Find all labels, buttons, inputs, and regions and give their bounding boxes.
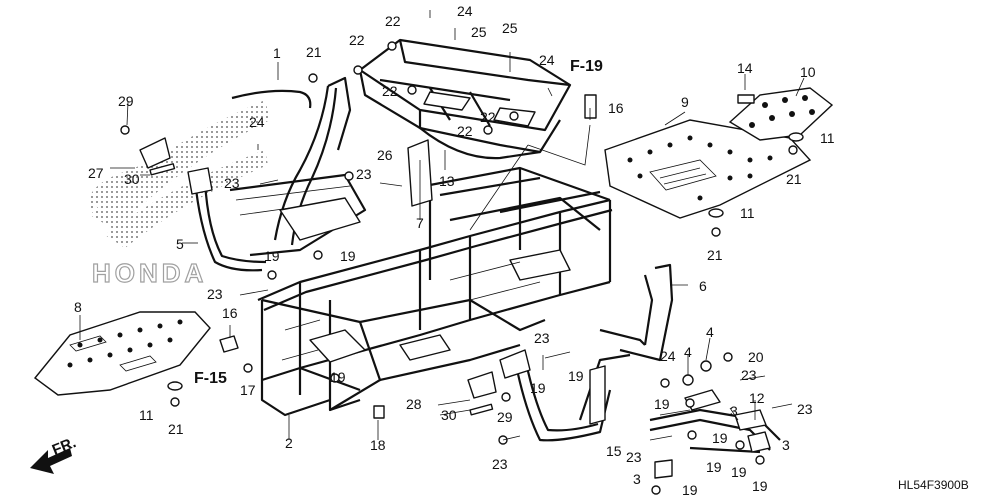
- part-callout-10: 10: [800, 64, 816, 80]
- part-callout-19: 19: [712, 430, 728, 446]
- skid-plate-8: [33, 311, 211, 396]
- skid-plate-10: [728, 87, 834, 141]
- part-callout-19: 19: [731, 464, 747, 480]
- part-callout-19: 19: [530, 380, 546, 396]
- leader-lines: [79, 62, 805, 440]
- part-callout-22: 22: [385, 13, 401, 29]
- skid-plate-9-holes: [627, 135, 773, 201]
- part-callout-25: 25: [471, 24, 487, 40]
- fasteners: [120, 10, 798, 495]
- part-callout-23: 23: [741, 367, 757, 383]
- part-callout-22: 22: [457, 123, 473, 139]
- small-parts: [139, 94, 804, 419]
- part-callout-19: 19: [568, 368, 584, 384]
- part-callout-3: 3: [782, 437, 790, 453]
- part-callout-24: 24: [539, 52, 555, 68]
- part-callout-22: 22: [480, 109, 496, 125]
- front-direction-arrow: [30, 448, 72, 474]
- part-callout-23: 23: [534, 330, 550, 346]
- part-callout-16: 16: [222, 305, 238, 321]
- part-callout-15: 15: [606, 443, 622, 459]
- part-callout-5: 5: [176, 236, 184, 252]
- part-callout-19: 19: [330, 369, 346, 385]
- part-callout-23: 23: [626, 449, 642, 465]
- part-callout-24: 24: [457, 3, 473, 19]
- part-callout-11: 11: [740, 205, 755, 221]
- step-bar: [649, 389, 781, 479]
- part-callout-12: 12: [749, 390, 765, 406]
- part-callout-21: 21: [306, 44, 322, 60]
- part-callout-19: 19: [264, 248, 280, 264]
- part-callout-26: 26: [377, 147, 393, 163]
- part-callout-23: 23: [797, 401, 813, 417]
- part-callout-19: 19: [752, 478, 768, 494]
- part-callout-23: 23: [492, 456, 508, 472]
- skid-plate-9: [604, 119, 812, 219]
- part-callout-18: 18: [370, 437, 386, 453]
- part-callout-19: 19: [706, 459, 722, 475]
- roll-bar: [187, 76, 367, 272]
- part-callout-22: 22: [349, 32, 365, 48]
- ref-label-f19: F-19: [570, 58, 603, 75]
- part-callout-11: 11: [820, 130, 835, 146]
- diagram-code: HL54F3900B: [898, 478, 969, 492]
- main-frame: [257, 166, 613, 417]
- part-callout-11: 11: [139, 407, 154, 423]
- part-callout-24: 24: [660, 348, 676, 364]
- part-callout-17: 17: [240, 382, 256, 398]
- part-callout-19: 19: [682, 482, 698, 498]
- part-callout-1: 1: [273, 45, 281, 61]
- part-callout-25: 25: [502, 20, 518, 36]
- part-callout-8: 8: [74, 299, 82, 315]
- part-callout-19: 19: [340, 248, 356, 264]
- part-callout-7: 7: [416, 215, 424, 231]
- part-callout-2: 2: [285, 435, 293, 451]
- part-callout-23: 23: [207, 286, 223, 302]
- part-callout-22: 23: [356, 166, 372, 182]
- part-callout-4: 4: [684, 344, 692, 360]
- part-callout-29: 29: [118, 93, 134, 109]
- part-callout-14: 14: [737, 60, 753, 76]
- part-callout-9: 9: [681, 94, 689, 110]
- part-callout-19: 19: [654, 396, 670, 412]
- svg-text:HONDA: HONDA: [92, 258, 207, 288]
- side-guard: [499, 263, 674, 442]
- ref-label-f15: F-15: [194, 370, 227, 387]
- part-callout-30: 30: [124, 171, 140, 187]
- part-callout-21: 21: [786, 171, 802, 187]
- part-callout-29: 29: [497, 409, 513, 425]
- part-callout-4: 4: [706, 324, 714, 340]
- part-callout-23: 23: [224, 175, 240, 191]
- part-callout-13: 13: [439, 173, 455, 189]
- part-callout-24: 24: [249, 114, 265, 130]
- part-callout-22: 22: [382, 83, 398, 99]
- part-callout-28: 28: [406, 396, 422, 412]
- part-callout-3: 3: [633, 471, 641, 487]
- part-callout-21: 21: [707, 247, 723, 263]
- part-callout-21: 21: [168, 421, 184, 437]
- part-callout-16: 16: [608, 100, 624, 116]
- part-callout-3: 3: [730, 403, 738, 419]
- part-callout-27: 27: [88, 165, 104, 181]
- part-callout-30: 30: [441, 407, 457, 423]
- part-callout-20: 20: [748, 349, 764, 365]
- part-callout-6: 6: [699, 278, 707, 294]
